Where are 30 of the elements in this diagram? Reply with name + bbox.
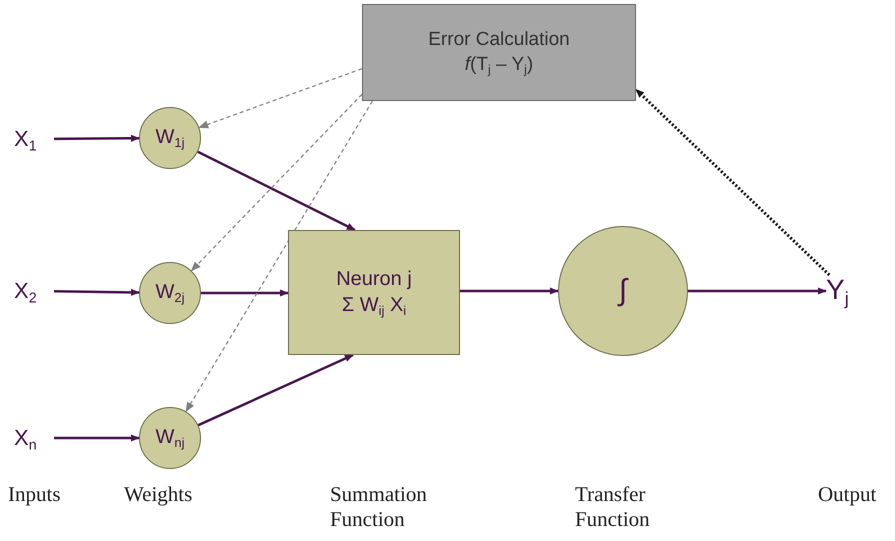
function-symbol: ∫ [618,274,628,308]
stage-label: Summation Function [330,482,428,532]
arrow [54,288,140,296]
weight-label: W$_{2j}$ [155,281,184,305]
box-title: Neuron j [336,266,412,292]
arrow [54,134,140,142]
dashed-arrow [190,94,362,272]
output-variable: Y$_{j}$ [826,275,866,313]
arrow [197,150,356,232]
stage-label: Output [818,482,878,508]
dashed-arrow [198,68,362,128]
dashed-arrow [634,88,830,276]
weight-label: W$_{nj}$ [155,426,184,450]
stage-label: Weights [124,482,194,508]
arrow [688,287,827,295]
arrow [201,289,289,297]
box-title: Error Calculation [428,28,570,52]
weight-label: W$_{1j}$ [155,126,184,150]
input-variable: X$_{n}$ [14,423,54,453]
error-calculation-box [362,4,636,101]
arrow [198,354,354,426]
stage-label: Transfer Function [575,482,651,532]
formula: f(T$_{j}$ – Y$_{j}$) [464,53,534,78]
dashed-arrow [185,100,373,412]
arrow [54,434,140,442]
formula: Σ W$_{ij}$ X$_{i}$ [342,292,406,320]
input-variable: X$_{2}$ [14,276,54,306]
arrow [460,287,559,295]
neuron-box [288,230,460,355]
input-variable: X$_{1}$ [14,124,54,154]
